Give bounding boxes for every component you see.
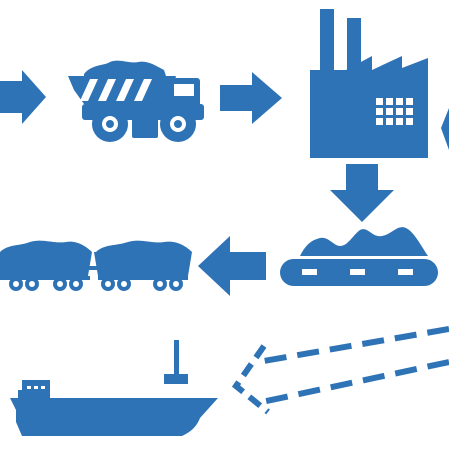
factory-icon: [310, 9, 428, 158]
arrow-left-icon: [441, 108, 449, 150]
arrow-right-icon: [220, 72, 282, 124]
haul-truck-icon: [68, 60, 204, 142]
dashed-arrow-left-icon: [231, 326, 449, 415]
arrow-right-icon: [0, 70, 46, 124]
conveyor-belt-icon: [280, 227, 438, 286]
rail-wagons-icon: [0, 240, 192, 291]
arrow-left-icon: [198, 236, 266, 296]
cargo-ship-icon: [10, 340, 218, 436]
arrow-down-icon: [330, 164, 394, 222]
